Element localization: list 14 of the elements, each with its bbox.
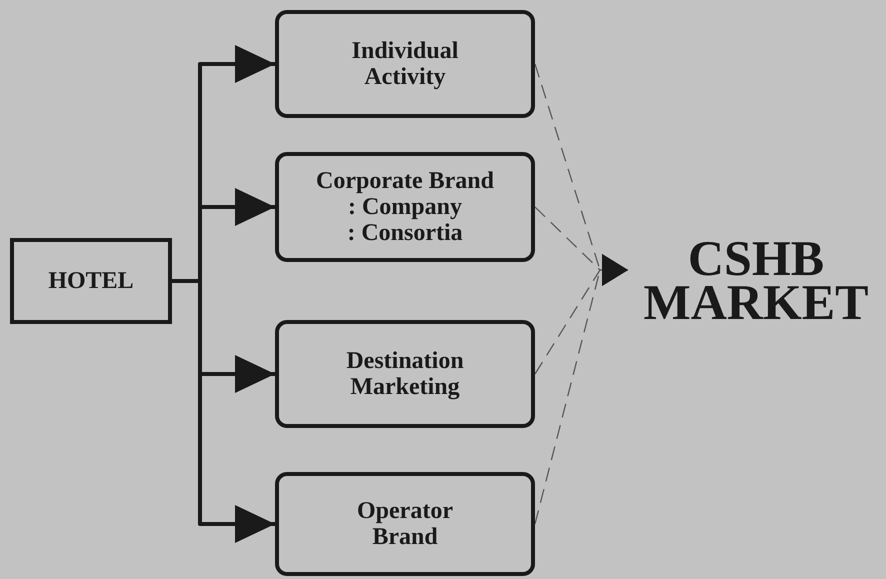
dashed-arrow (534, 254, 628, 524)
box-text: HOTEL (48, 268, 134, 294)
process-box (10, 238, 172, 324)
box-text: Operator Brand (356, 498, 454, 550)
box-text: : Company (348, 194, 462, 220)
process-box (275, 10, 535, 118)
box-text: Individual Activity (350, 38, 460, 90)
process-box (275, 320, 535, 428)
market-text: CSHB MARKET (642, 236, 870, 324)
box-text: Corporate Brand (316, 168, 494, 194)
process-box (275, 152, 535, 262)
box-text: Destination Marketing (345, 348, 465, 400)
box-text: : Consortia (347, 220, 463, 246)
process-box (275, 472, 535, 576)
